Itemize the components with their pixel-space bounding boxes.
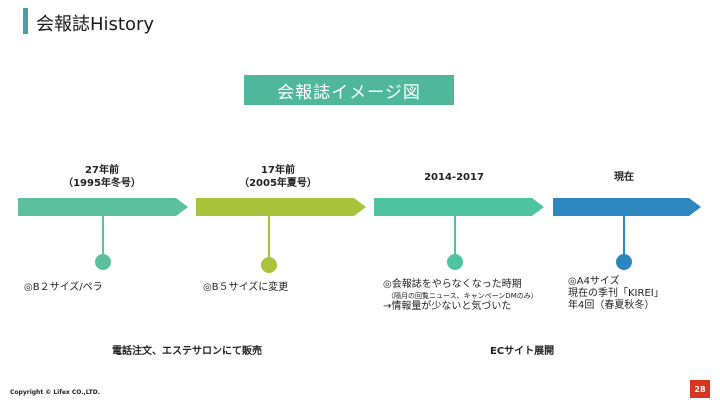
note-current-line-2: 現在の季刊「KIREI」: [568, 288, 664, 299]
era-label-2014: 2014-2017: [424, 171, 484, 184]
note-1995-line: ◎B２サイズ/ペラ: [24, 282, 103, 293]
sales-channel-phone-salon: 電話注文、エステサロンにて販売: [112, 346, 262, 357]
title-accent-bar: [23, 8, 28, 34]
note-2005-line: ◎B５サイズに変更: [203, 282, 289, 293]
timeline-stem-1995: [102, 216, 104, 260]
era-2014-range: 2014-2017: [424, 172, 484, 183]
note-2014-line: ◎会報誌をやらなくなった時期: [383, 279, 522, 290]
era-label-current: 現在: [614, 171, 634, 184]
timeline-stem-current: [623, 216, 625, 260]
note-current-line-1: ◎A4サイズ: [568, 276, 620, 287]
era-current: 現在: [614, 172, 634, 183]
timeline-arrow-2014: [374, 198, 544, 216]
sales-channel-ec: ECサイト展開: [490, 346, 555, 357]
note-2014-after: →情報量が少ないと気づいた: [383, 301, 512, 312]
timeline-dot-2005: [261, 257, 277, 273]
timeline-dot-current: [616, 254, 632, 270]
era-1995-issue: （1995年冬号）: [63, 178, 141, 189]
timeline-arrow-current: [553, 198, 701, 216]
image-diagram-badge: 会報誌イメージ図: [244, 75, 454, 105]
era-1995-years-ago: 27年前: [85, 165, 119, 176]
timeline-dot-2014: [447, 254, 463, 270]
note-current-line-3: 年4回（春夏秋冬）: [568, 300, 655, 311]
era-2005-years-ago: 17年前: [261, 165, 295, 176]
era-2005-issue: （2005年夏号）: [239, 178, 317, 189]
timeline-stem-2005: [268, 216, 270, 260]
page-title: 会報誌History: [36, 14, 155, 35]
note-1995: ◎B２サイズ/ペラ: [24, 282, 103, 294]
note-current: ◎A4サイズ 現在の季刊「KIREI」 年4回（春夏秋冬）: [568, 276, 664, 312]
page-number: 28: [690, 380, 710, 398]
note-2014: ◎会報誌をやらなくなった時期 （隔月の回覧ニュース、キャンペーンDMのみ） →情…: [383, 279, 538, 313]
timeline-stem-2014: [454, 216, 456, 260]
copyright-text: Copyright © Lifex CO.,LTD.: [10, 389, 100, 396]
note-2005: ◎B５サイズに変更: [203, 282, 288, 294]
era-label-2005: 17年前 （2005年夏号）: [239, 164, 317, 190]
timeline-arrow-1995: [18, 198, 188, 216]
note-2014-small: （隔月の回覧ニュース、キャンペーンDMのみ）: [387, 292, 538, 300]
timeline-dot-1995: [95, 254, 111, 270]
timeline-arrow-2005: [196, 198, 366, 216]
era-label-1995: 27年前 （1995年冬号）: [63, 164, 141, 190]
